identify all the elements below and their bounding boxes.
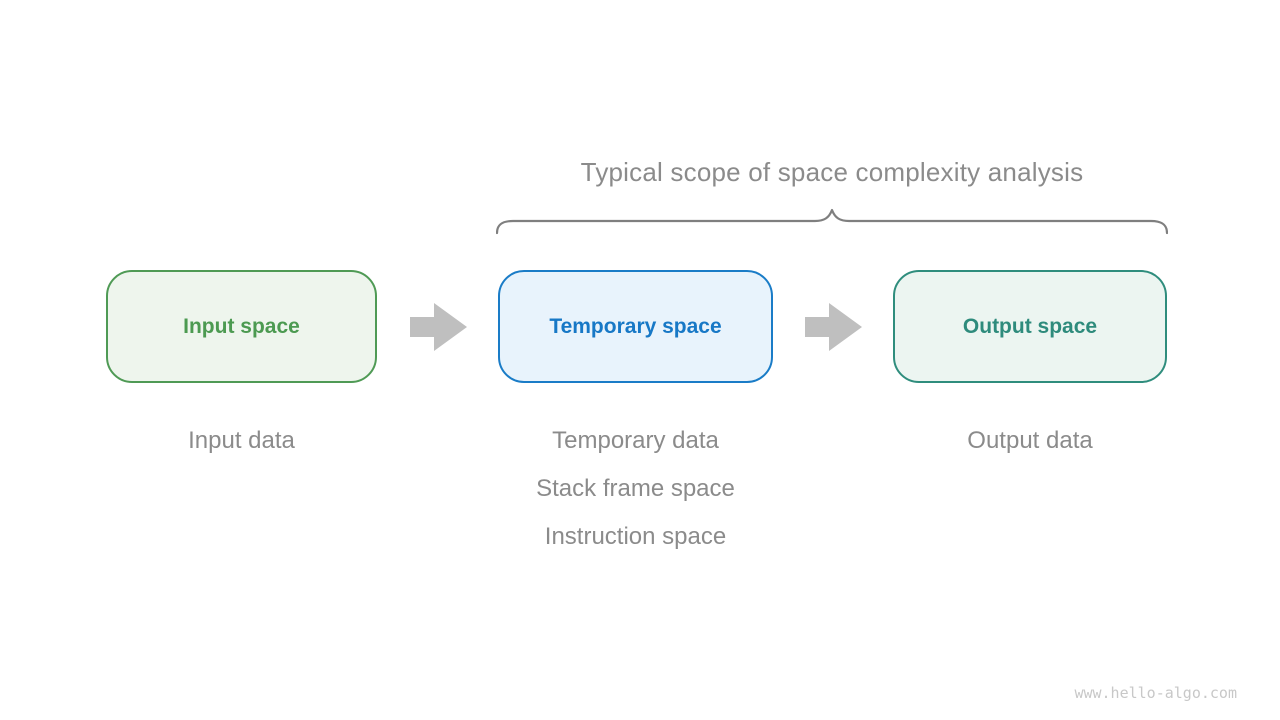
temporary-space-label: Temporary space <box>549 314 722 338</box>
input-space-box: Input space <box>106 270 377 383</box>
arrow-right-icon <box>805 302 863 352</box>
arrow-right-icon <box>410 302 468 352</box>
temporary-space-caption: Temporary data Stack frame space Instruc… <box>460 417 811 561</box>
site-watermark: www.hello-algo.com <box>1074 684 1237 702</box>
caption-line: Stack frame space <box>536 475 735 502</box>
output-space-caption: Output data <box>893 417 1167 465</box>
input-space-caption: Input data <box>106 417 377 465</box>
caption-line: Output data <box>967 427 1093 454</box>
output-space-box: Output space <box>893 270 1167 383</box>
scope-title: Typical scope of space complexity analys… <box>580 157 1084 187</box>
caption-line: Instruction space <box>544 523 727 550</box>
caption-line: Input data <box>188 427 295 454</box>
caption-line: Temporary data <box>552 427 719 454</box>
input-space-label: Input space <box>183 314 300 338</box>
output-space-label: Output space <box>962 314 1098 338</box>
temporary-space-box: Temporary space <box>498 270 773 383</box>
scope-brace <box>496 208 1168 236</box>
